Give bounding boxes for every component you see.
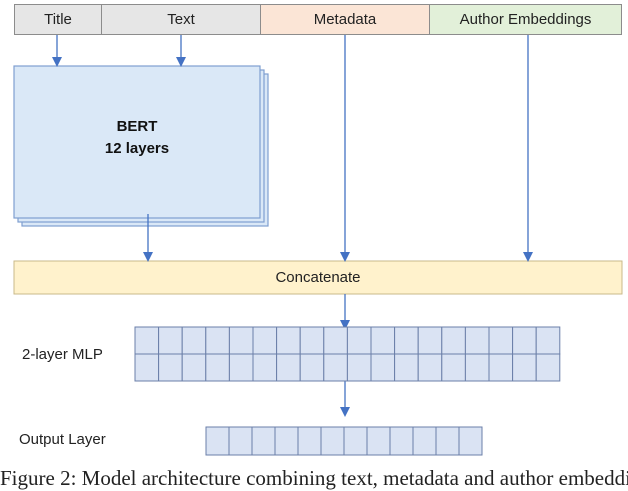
mlp-cell xyxy=(512,353,537,382)
mlp-cell xyxy=(181,353,207,382)
mlp-cell xyxy=(370,353,396,382)
mlp-cell xyxy=(181,326,207,355)
metadata-input-label: Metadata xyxy=(313,11,377,28)
output-cell xyxy=(251,426,276,456)
bert-stack xyxy=(13,65,269,227)
mlp-cell xyxy=(394,326,419,355)
text-input-box: Text xyxy=(101,4,261,35)
mlp-cell xyxy=(346,353,372,382)
output-layer-label: Output Layer xyxy=(19,431,106,448)
mlp-cell xyxy=(205,353,230,382)
concatenate-label: Concatenate xyxy=(275,269,361,286)
mlp-cell xyxy=(394,353,419,382)
mlp-cell xyxy=(252,353,278,382)
mlp-grid xyxy=(134,326,561,382)
mlp-cell xyxy=(441,353,466,382)
bert-name: BERT xyxy=(116,118,158,135)
mlp-cell xyxy=(205,326,230,355)
output-cell xyxy=(458,426,483,456)
concatenate-label-box: Concatenate xyxy=(14,261,622,294)
bert-layer-front xyxy=(13,65,261,219)
output-cell xyxy=(389,426,414,456)
mlp-cell xyxy=(276,353,301,382)
mlp-cell xyxy=(464,353,490,382)
mlp-cell xyxy=(417,326,443,355)
output-cell xyxy=(205,426,230,456)
mlp-cell xyxy=(158,353,183,382)
output-cell xyxy=(435,426,460,456)
output-cell xyxy=(366,426,391,456)
mlp-cell xyxy=(252,326,278,355)
author-embeddings-input-box: Author Embeddings xyxy=(429,4,622,35)
mlp-cell xyxy=(323,353,348,382)
mlp-cell xyxy=(299,353,325,382)
mlp-cell xyxy=(488,353,514,382)
output-cell xyxy=(228,426,253,456)
mlp-cell xyxy=(228,353,254,382)
output-cell xyxy=(412,426,437,456)
mlp-cell xyxy=(488,326,514,355)
bert-label: BERT 12 layers xyxy=(14,116,260,160)
mlp-cell xyxy=(346,326,372,355)
mlp-cell xyxy=(299,326,325,355)
output-cell xyxy=(343,426,368,456)
title-input-label: Title xyxy=(44,11,72,28)
output-cell xyxy=(320,426,345,456)
text-input-label: Text xyxy=(167,11,195,28)
mlp-label: 2-layer MLP xyxy=(22,346,103,363)
metadata-input-box: Metadata xyxy=(260,4,430,35)
mlp-cell xyxy=(535,353,561,382)
output-cell xyxy=(297,426,322,456)
concatenate-box xyxy=(13,260,623,295)
mlp-cell xyxy=(276,326,301,355)
mlp-cell xyxy=(134,353,160,382)
arrows xyxy=(52,35,533,417)
author-embeddings-input-label: Author Embeddings xyxy=(459,11,592,28)
mlp-cell xyxy=(464,326,490,355)
mlp-cell xyxy=(370,326,396,355)
bert-layers: 12 layers xyxy=(104,140,170,157)
mlp-cell xyxy=(323,326,348,355)
output-layer-grid xyxy=(205,426,483,456)
mlp-cell xyxy=(535,326,561,355)
title-input-box: Title xyxy=(14,4,102,35)
figure-caption: Figure 2: Model architecture combining t… xyxy=(0,466,628,490)
mlp-cell xyxy=(134,326,160,355)
mlp-cell xyxy=(417,353,443,382)
mlp-cell xyxy=(158,326,183,355)
mlp-cell xyxy=(441,326,466,355)
mlp-cell xyxy=(512,326,537,355)
output-cell xyxy=(274,426,299,456)
mlp-cell xyxy=(228,326,254,355)
